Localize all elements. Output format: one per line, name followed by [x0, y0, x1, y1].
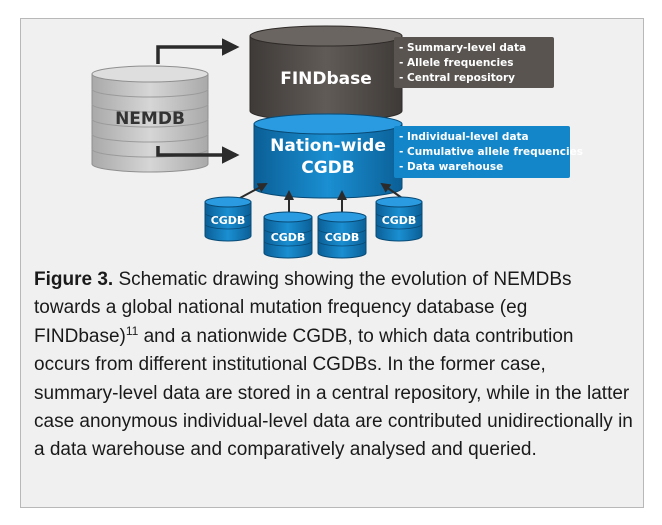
- nemdb-label: NEMDB: [115, 109, 185, 129]
- findbase-label: FINDbase: [280, 69, 372, 89]
- findbase-notes-box: - Summary-level data - Allele frequencie…: [394, 37, 554, 88]
- national-notes-box: - Individual-level data - Cumulative all…: [394, 126, 583, 178]
- cgdb-label-3: CGDB: [325, 231, 360, 244]
- cgdb-label-4: CGDB: [382, 214, 417, 227]
- findbase-note-2: - Allele frequencies: [399, 57, 514, 69]
- caption-text-part2: and a nationwide CGDB, to which data con…: [34, 325, 633, 461]
- national-note-1: - Individual-level data: [399, 131, 529, 143]
- national-cgdb-cylinder: Nation-wide CGDB: [253, 113, 403, 199]
- arrow-cgdb1: [239, 183, 268, 199]
- institutional-cgdb-3: CGDB: [317, 211, 367, 259]
- findbase-cylinder: FINDbase: [249, 25, 403, 122]
- caption-reference: 11: [125, 323, 139, 338]
- diagram: NEMDB FINDbase - Summary-level data - Al…: [20, 18, 644, 263]
- national-label-line2: CGDB: [301, 158, 355, 178]
- figure-label: Figure 3.: [34, 269, 114, 290]
- national-label-line1: Nation-wide: [270, 136, 386, 156]
- arrow-nemdb-to-national: [156, 146, 240, 164]
- arrow-cgdb4: [380, 182, 403, 199]
- findbase-note-3: - Central repository: [399, 72, 515, 84]
- caption-text-part1: Schematic drawing showing the evolution …: [34, 269, 572, 347]
- findbase-note-1: - Summary-level data: [399, 42, 526, 54]
- national-note-3: - Data warehouse: [399, 161, 503, 173]
- nemdb-cylinder: NEMDB: [91, 65, 209, 173]
- institutional-cgdb-4: CGDB: [375, 196, 423, 242]
- figure-caption: Figure 3. Schematic drawing showing the …: [34, 266, 634, 465]
- cgdb-label-2: CGDB: [271, 231, 306, 244]
- national-note-2: - Cumulative allele frequencies: [399, 146, 583, 158]
- arrow-nemdb-to-findbase: [156, 38, 240, 64]
- institutional-cgdb-2: CGDB: [263, 211, 313, 259]
- cgdb-label-1: CGDB: [211, 214, 246, 227]
- institutional-cgdb-1: CGDB: [204, 196, 252, 242]
